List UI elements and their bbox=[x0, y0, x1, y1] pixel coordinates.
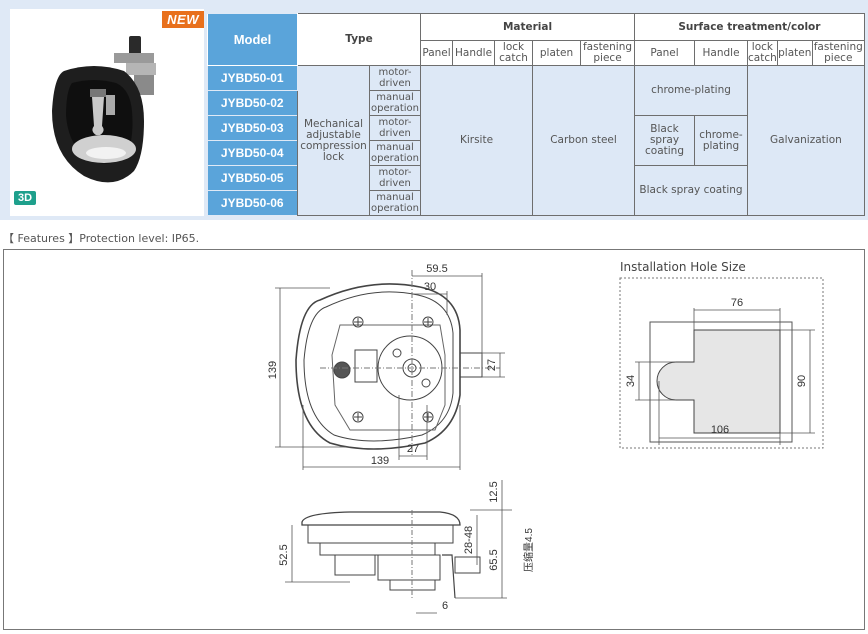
model-cell: JYBD50-04 bbox=[207, 140, 298, 166]
table-row: JYBD50-01 Mechanical adjustable compress… bbox=[207, 65, 865, 216]
subtype-cell: motor-driven bbox=[368, 165, 422, 191]
surface-col-panel: Panel bbox=[634, 40, 696, 66]
surface-chrome-cell: chrome-plating bbox=[634, 65, 749, 116]
surface-col-platen: platen bbox=[776, 40, 813, 66]
table-row: JYBD50-02 manual operation bbox=[207, 90, 865, 116]
material-col-lock-catch: lock catch bbox=[494, 40, 534, 66]
subtype-cell: manual operation bbox=[368, 190, 422, 216]
material-header: Material bbox=[420, 13, 636, 41]
type-header: Type bbox=[296, 13, 422, 66]
3d-badge: 3D bbox=[14, 191, 37, 205]
dim-30: 30 bbox=[424, 281, 436, 293]
table-row: JYBD50-06 manual operation bbox=[207, 190, 865, 216]
surface-col-lock-catch: lock catch bbox=[747, 40, 778, 66]
surface-header: Surface treatment/color bbox=[634, 13, 865, 41]
hole-dim-76: 76 bbox=[731, 297, 743, 309]
technical-drawing-frame bbox=[3, 249, 865, 630]
type-cell: Mechanical adjustable compression lock bbox=[297, 65, 370, 216]
material-col-fastening-piece: fastening piece bbox=[580, 40, 636, 66]
side-dim-65-5: 65.5 bbox=[488, 549, 500, 570]
hole-dim-90: 90 bbox=[796, 375, 808, 387]
material-col-platen: platen bbox=[532, 40, 582, 66]
model-cell: JYBD50-03 bbox=[207, 115, 298, 141]
model-cell: JYBD50-01 bbox=[207, 65, 298, 91]
dim-139-horizontal: 139 bbox=[371, 455, 389, 467]
dim-59-5: 59.5 bbox=[426, 263, 447, 275]
new-badge: NEW bbox=[162, 11, 204, 28]
material-col-handle: Handle bbox=[452, 40, 496, 66]
surface-black-spray-panel-cell: Black spray coating bbox=[634, 115, 696, 166]
model-header: Model bbox=[207, 13, 298, 66]
surface-galvanization-cell: Galvanization bbox=[747, 65, 865, 216]
subtype-cell: manual operation bbox=[368, 140, 422, 166]
model-cell: JYBD50-06 bbox=[207, 190, 298, 216]
subtype-cell: manual operation bbox=[368, 90, 422, 116]
installation-hole-title: Installation Hole Size bbox=[620, 260, 746, 274]
subtype-cell: motor-driven bbox=[368, 115, 422, 141]
specification-table: Model Type Material Surface treatment/co… bbox=[207, 13, 865, 216]
dim-27-right: 27 bbox=[486, 359, 498, 371]
features-note: 【 Features 】Protection level: IP65. bbox=[3, 232, 200, 245]
installation-hole-drawing-icon: 76 90 34 106 bbox=[619, 277, 824, 449]
table-row: JYBD50-03 motor-driven Black spray coati… bbox=[207, 115, 865, 166]
surface-chrome-handle-cell: chrome-plating bbox=[694, 115, 749, 166]
hole-dim-34: 34 bbox=[625, 375, 637, 387]
material-kirsite-cell: Kirsite bbox=[420, 65, 534, 216]
compression-note: 压缩量4.5 bbox=[522, 528, 535, 572]
side-dim-6: 6 bbox=[442, 600, 448, 612]
surface-col-fastening-piece: fastening piece bbox=[811, 40, 865, 66]
hole-dim-106: 106 bbox=[711, 424, 729, 436]
surface-black-spray-cell: Black spray coating bbox=[634, 165, 749, 216]
surface-col-handle: Handle bbox=[694, 40, 749, 66]
front-view-drawing-icon: 59.5 30 139 27 27 139 bbox=[267, 263, 505, 470]
dim-139-vertical: 139 bbox=[267, 361, 279, 379]
product-photo-panel: NEW 3D bbox=[10, 9, 204, 216]
subtype-cell: motor-driven bbox=[368, 65, 422, 91]
compression-lock-photo-icon bbox=[52, 36, 156, 183]
side-dim-12-5: 12.5 bbox=[488, 481, 500, 502]
table-row: JYBD50-05 motor-driven Black spray coati… bbox=[207, 165, 865, 216]
model-cell: JYBD50-02 bbox=[207, 90, 298, 116]
material-col-panel: Panel bbox=[420, 40, 454, 66]
model-cell: JYBD50-05 bbox=[207, 165, 298, 191]
side-view-drawing-icon: 12.5 52.5 28-48 65.5 压缩量4.5 6 bbox=[278, 480, 535, 614]
material-carbon-steel-cell: Carbon steel bbox=[532, 65, 636, 216]
dim-27-bottom: 27 bbox=[407, 443, 419, 455]
side-dim-28-48: 28-48 bbox=[463, 526, 475, 554]
side-dim-52-5: 52.5 bbox=[278, 544, 290, 565]
